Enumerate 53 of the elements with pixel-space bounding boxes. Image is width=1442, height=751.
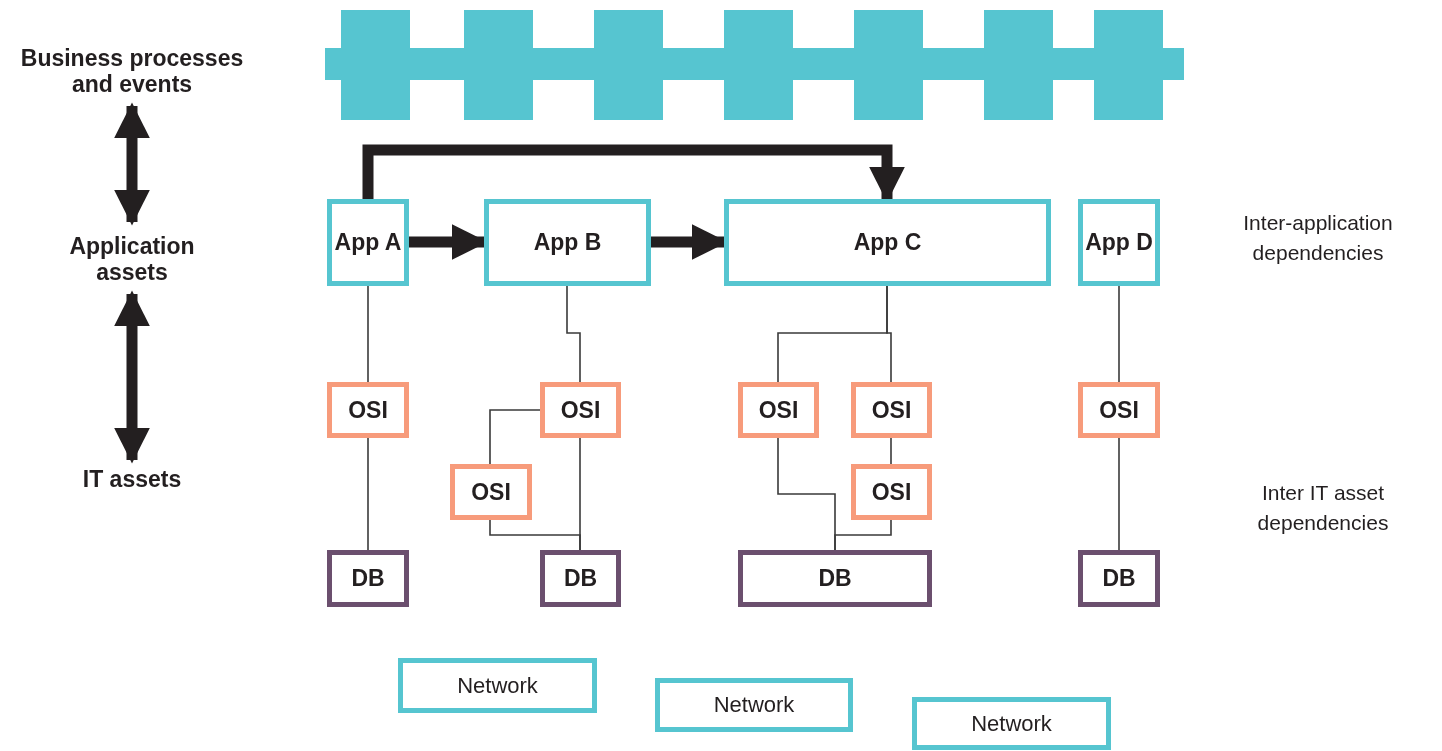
os-instance-box <box>327 382 409 438</box>
connector-line <box>566 285 581 383</box>
node-label: OSI <box>1099 396 1139 424</box>
node-label: OSI <box>871 478 912 506</box>
side-note: Inter-application dependencies <box>1242 210 1394 267</box>
node-label: DB <box>351 565 385 592</box>
connector-line <box>367 437 369 551</box>
os-instance-box <box>540 382 621 438</box>
node-label: OSI <box>348 396 388 424</box>
network-box <box>398 658 597 713</box>
node-label: OSI <box>560 396 601 424</box>
node-label: App A <box>334 229 402 256</box>
node-label: App B <box>533 229 602 256</box>
os-instance-box <box>851 382 932 438</box>
connector-line <box>367 285 369 383</box>
node-label: DB <box>563 565 598 592</box>
node-label: Network <box>713 692 795 718</box>
os-instance-box <box>1078 382 1160 438</box>
database-box <box>540 550 621 607</box>
double-arrow <box>114 290 150 464</box>
node-label: App C <box>853 229 922 256</box>
connector-line <box>1118 437 1120 551</box>
node-label: Network <box>971 710 1052 737</box>
node-label: Network <box>457 672 538 699</box>
side-note: Inter IT asset dependencies <box>1256 480 1390 537</box>
node-label: OSI <box>871 396 912 424</box>
application-box <box>327 199 409 286</box>
database-box <box>1078 550 1160 607</box>
connector-line <box>1118 285 1120 383</box>
node-label: OSI <box>758 396 799 424</box>
database-box <box>327 550 409 607</box>
os-instance-box <box>738 382 819 438</box>
connector-line <box>886 285 892 383</box>
os-instance-box <box>851 464 932 520</box>
application-box <box>484 199 651 286</box>
network-box <box>912 697 1111 750</box>
connector-line <box>890 437 892 465</box>
tier-label: Application assets <box>68 232 196 286</box>
connector-line <box>489 519 581 551</box>
database-box <box>738 550 932 607</box>
tier-label: IT assets <box>82 465 182 493</box>
os-instance-box <box>450 464 532 520</box>
connector-line <box>834 519 892 551</box>
connector-line <box>489 409 541 465</box>
double-arrow <box>114 102 150 226</box>
application-box <box>1078 199 1160 286</box>
network-box <box>655 678 853 732</box>
node-label: OSI <box>471 478 511 506</box>
tier-label: Business processes and events <box>19 44 245 98</box>
node-label: DB <box>1102 565 1136 592</box>
node-label: DB <box>818 565 852 592</box>
application-box <box>724 199 1051 286</box>
node-label: App D <box>1085 229 1153 256</box>
